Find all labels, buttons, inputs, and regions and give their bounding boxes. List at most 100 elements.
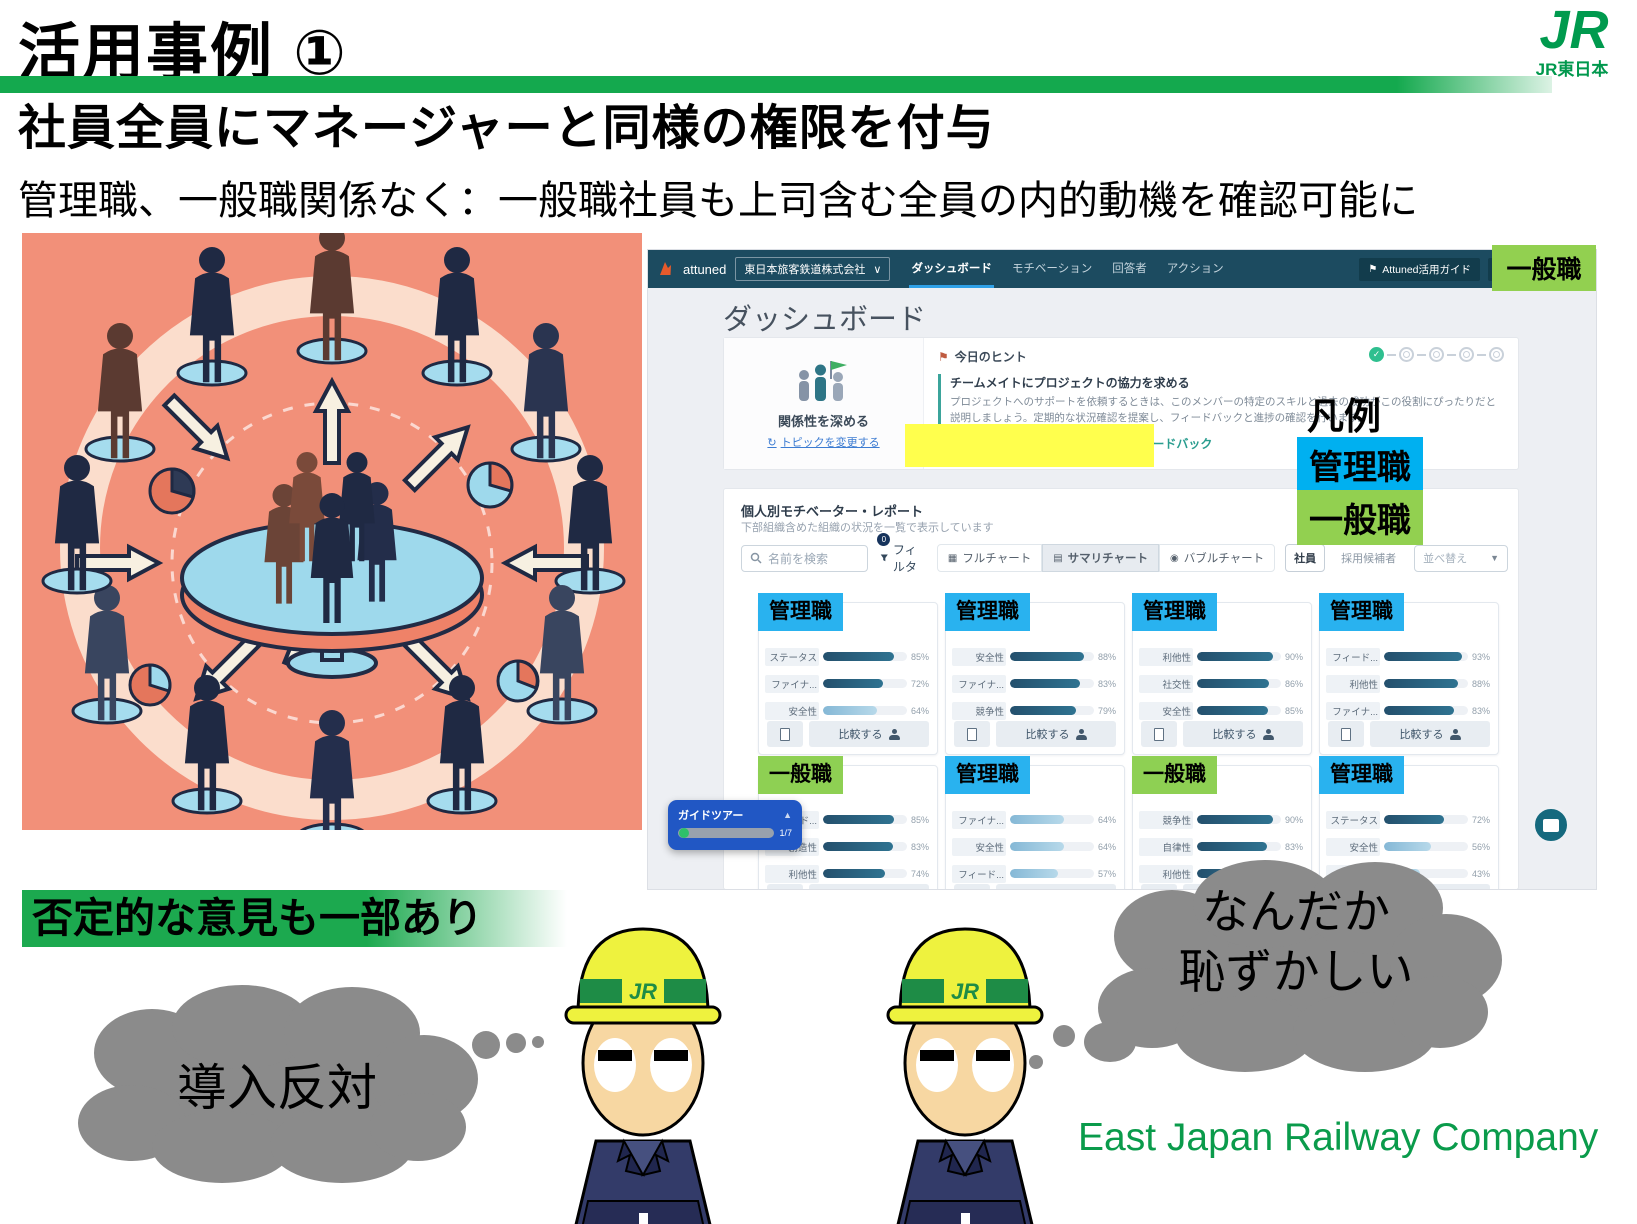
compare-button[interactable]: 比較する [809, 884, 929, 889]
card-footer: 比較する [954, 721, 1116, 747]
hint-section-title: ⚑ 今日のヒント [938, 348, 1504, 365]
chart-tab[interactable]: ▦フルチャート [936, 544, 1043, 572]
thought-bubble-text: なんだか 恥ずかしい [1080, 882, 1512, 1002]
chevron-up-icon: ▲ [783, 810, 792, 820]
document-button[interactable] [767, 884, 803, 889]
metric-bar [823, 706, 907, 715]
company-selector[interactable]: 東日本旅客鉄道株式会社 ∨ [735, 257, 891, 281]
document-button[interactable] [1141, 721, 1177, 747]
filter-button[interactable]: 0 フィルタ [877, 533, 927, 575]
company-selector-label: 東日本旅客鉄道株式会社 [744, 264, 866, 276]
metric-label: 安全性 [1326, 837, 1380, 856]
appbar-action-button[interactable]: ⚑Attuned活用ガイド [1359, 257, 1480, 281]
document-button[interactable] [767, 721, 803, 747]
metric-bar-fill [1010, 679, 1080, 688]
metric-label: フィード... [1326, 647, 1380, 666]
document-button[interactable] [954, 721, 990, 747]
role-badge: 管理職 [945, 756, 1030, 794]
metric-label: ファイナ... [952, 674, 1006, 693]
metric-bar-fill [1197, 652, 1273, 661]
flag-icon: ⚑ [938, 349, 949, 364]
metric-label: 安全性 [1139, 701, 1193, 720]
metric-value: 88% [1098, 651, 1117, 662]
hint-tip-body: プロジェクトへのサポートを依頼するときは、このメンバーの特定のスキルと過去の成功… [950, 396, 1496, 425]
metric-value: 90% [1285, 814, 1304, 825]
guide-tour-widget[interactable]: ガイドツアー ▲ 1/7 [668, 800, 802, 850]
metric-label: ファイナ... [1326, 701, 1380, 720]
role-badge: 一般職 [758, 756, 843, 794]
attuned-dashboard-screenshot: attuned 東日本旅客鉄道株式会社 ∨ ダッシュボード モチベーション 回答者 ア… [648, 250, 1596, 889]
metric-label: ファイナ... [952, 810, 1006, 829]
metric-bar [1010, 842, 1094, 851]
metric-label: 社交性 [1139, 674, 1193, 693]
change-topic-link[interactable]: ↻ トピックを変更する [767, 434, 879, 450]
compare-button[interactable]: 比較する [809, 721, 929, 747]
speech-bubble-text: 導入反対 [177, 1060, 377, 1116]
document-button[interactable] [1141, 884, 1177, 889]
step-dash [1477, 353, 1486, 356]
compare-button[interactable]: 比較する [1183, 721, 1303, 747]
metric-label: フィード... [952, 864, 1006, 883]
legend-item-general: 一般職 [1297, 490, 1423, 545]
document-button[interactable] [1328, 721, 1364, 747]
metric-value: 83% [1472, 705, 1491, 716]
metric-bar-fill [823, 679, 884, 688]
report-subtitle: 下部組織含めた組織の状況を一覧で表示しています [741, 522, 994, 534]
document-button[interactable] [954, 884, 990, 889]
document-icon [1341, 727, 1351, 741]
person-plus-icon [1262, 728, 1274, 740]
appbar-nav-item[interactable]: モチベーション [1011, 263, 1093, 275]
search-placeholder: 名前を検索 [768, 551, 829, 566]
appbar-nav-item[interactable]: アクション [1166, 263, 1224, 275]
metric-label: 競争性 [952, 701, 1006, 720]
metric-bar [1384, 706, 1468, 715]
chevron-down-icon: ▼ [1490, 553, 1499, 563]
hint-progress-stepper: ✓ [1369, 347, 1504, 362]
metric-bar-fill [1197, 842, 1267, 851]
sort-dropdown[interactable]: 並べ替え ▼ [1414, 544, 1508, 572]
audience-tab[interactable]: 社員 [1285, 544, 1326, 572]
metric-label: 安全性 [952, 837, 1006, 856]
worker-character-right [880, 903, 1050, 1224]
role-badge: 一般職 [1132, 756, 1217, 794]
step-dash [1447, 353, 1456, 356]
metric-value: 86% [1285, 678, 1304, 689]
metric-value: 83% [1098, 678, 1117, 689]
step-circle: ✓ [1369, 347, 1384, 362]
compare-button[interactable]: 比較する [1370, 721, 1490, 747]
metric-bar [1010, 869, 1094, 878]
speech-trail-dots [472, 1031, 544, 1059]
jr-logo-icon: JR [1539, 0, 1608, 60]
metric-bar-fill [823, 815, 895, 824]
jr-east-logo: JR JR東日本 [1520, 0, 1624, 80]
metric-bar [1384, 815, 1468, 824]
metric-bar [1010, 652, 1094, 661]
compare-button[interactable]: 比較する [996, 721, 1116, 747]
audience-tab[interactable]: 採用候補者 [1341, 553, 1397, 565]
worker-character-left [558, 903, 728, 1224]
svg-text:JR: JR [1539, 4, 1608, 56]
appbar-nav-item[interactable]: ダッシュボード [909, 250, 994, 288]
metric-bar [823, 815, 907, 824]
compare-button[interactable]: 比較する [996, 884, 1116, 889]
brand-name: attuned [683, 261, 727, 277]
chart-tab[interactable]: ▤サマリチャート [1042, 544, 1160, 572]
metric-bar [1197, 652, 1281, 661]
chart-tab[interactable]: ◉バブルチャート [1159, 544, 1276, 572]
metric-row: ファイナ...64% [952, 806, 1118, 833]
search-input[interactable]: 名前を検索 [741, 544, 869, 572]
metric-value: 93% [1472, 651, 1491, 662]
metric-row: ファイナ... 83% [952, 670, 1118, 697]
metric-bar-fill [1197, 815, 1273, 824]
card-footer: 比較する [1141, 721, 1303, 747]
metric-bar-fill [1384, 706, 1454, 715]
appbar-nav-item[interactable]: 回答者 [1112, 263, 1147, 275]
chat-button[interactable] [1532, 806, 1570, 844]
metric-bar [1384, 842, 1468, 851]
metric-value: 83% [1285, 841, 1304, 852]
